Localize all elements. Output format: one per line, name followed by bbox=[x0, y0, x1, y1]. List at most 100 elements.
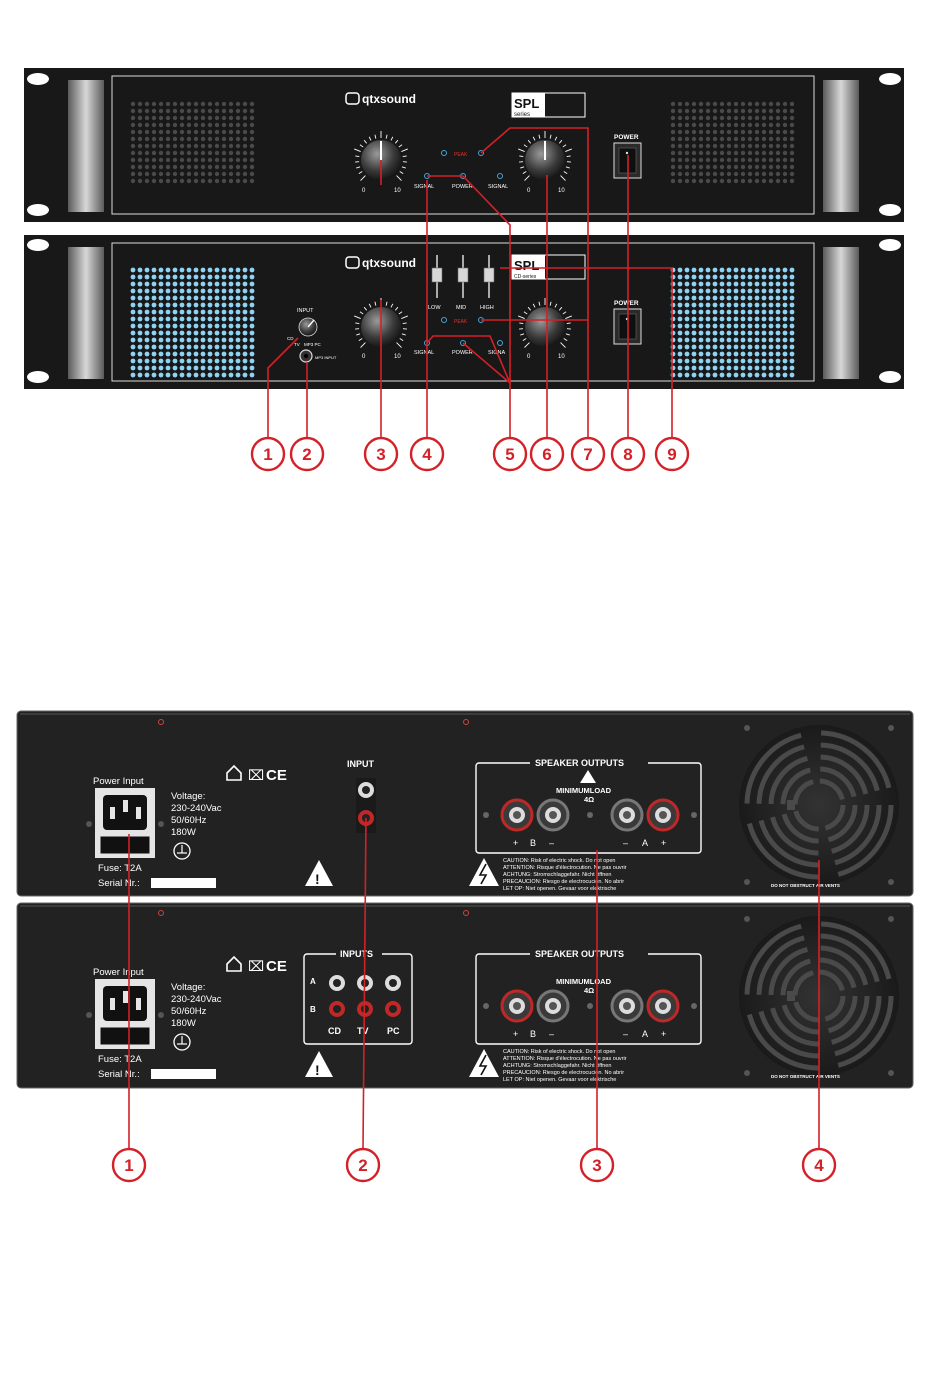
grille-dot bbox=[684, 267, 690, 273]
grille-dot bbox=[698, 274, 704, 280]
grille-dot bbox=[747, 136, 753, 142]
grille-dot bbox=[165, 115, 171, 121]
knob-tick bbox=[359, 144, 364, 148]
grille-dot bbox=[789, 358, 795, 364]
eq-slider-mid[interactable]: MID bbox=[456, 255, 469, 311]
grille-dot bbox=[242, 288, 248, 294]
grille-dot bbox=[193, 136, 199, 142]
volume-knob-right[interactable]: 0 10 bbox=[518, 298, 572, 360]
grille-dot bbox=[789, 115, 795, 121]
knob-tick bbox=[359, 311, 364, 315]
grille-dot bbox=[137, 267, 143, 273]
grille-dot bbox=[670, 143, 676, 149]
grille-dot bbox=[705, 281, 711, 287]
grille-dot bbox=[151, 157, 157, 163]
mp3-input-jack[interactable]: MP3 INPUT bbox=[299, 349, 337, 363]
grille-dot bbox=[200, 295, 206, 301]
grille-dot bbox=[235, 281, 241, 287]
speaker-outputs[interactable]: SPEAKER OUTPUTS MINIMUMLOAD 4Ω + B – – A… bbox=[475, 758, 702, 854]
grille-dot bbox=[158, 129, 164, 135]
rca-input[interactable]: INPUT bbox=[347, 759, 376, 833]
grille-dot bbox=[733, 101, 739, 107]
knob-tick bbox=[358, 171, 363, 174]
grille-dot bbox=[761, 157, 767, 163]
callout-marker bbox=[570, 436, 606, 472]
grille-dot bbox=[740, 171, 746, 177]
grille-dot bbox=[207, 136, 213, 142]
eq-slider-high[interactable]: HIGH bbox=[480, 255, 495, 311]
speaker-outputs[interactable]: SPEAKER OUTPUTS MINIMUMLOAD 4Ω + B – – A… bbox=[475, 949, 702, 1045]
callout-marker bbox=[363, 436, 399, 472]
grille-dot bbox=[207, 302, 213, 308]
grille-dot bbox=[172, 136, 178, 142]
screw bbox=[744, 725, 750, 731]
grille-dot bbox=[747, 129, 753, 135]
grille-dot bbox=[754, 316, 760, 322]
grille-dot bbox=[130, 115, 136, 121]
row-b-label: B bbox=[310, 1005, 316, 1014]
volume-knob-right[interactable]: 0 10 bbox=[518, 131, 572, 194]
screw bbox=[483, 812, 489, 818]
rear-unit-bottom: Power Input Voltage: 230-240Vac 50/60Hz … bbox=[16, 902, 914, 1089]
grille-dot bbox=[179, 115, 185, 121]
grille-dot bbox=[775, 178, 781, 184]
grille-dot bbox=[698, 309, 704, 315]
grille-dot bbox=[151, 274, 157, 280]
grille-dot bbox=[691, 122, 697, 128]
grille-dot bbox=[186, 274, 192, 280]
binding-post-hole bbox=[513, 1002, 521, 1010]
grille-dot bbox=[165, 309, 171, 315]
grille-dot bbox=[144, 129, 150, 135]
grille-dot bbox=[775, 101, 781, 107]
grille-dot bbox=[705, 164, 711, 170]
grille-dot bbox=[144, 302, 150, 308]
rack-hole bbox=[879, 371, 901, 383]
knob-tick bbox=[355, 322, 360, 325]
grille-dot bbox=[249, 150, 255, 156]
grille-dot bbox=[193, 122, 199, 128]
grille-dot bbox=[165, 358, 171, 364]
eq-slider-low[interactable]: LOW bbox=[428, 255, 443, 311]
grille-dot bbox=[207, 351, 213, 357]
input-selector[interactable]: INPUT CD TV MP3 PC bbox=[287, 308, 322, 347]
grille-dot bbox=[698, 372, 704, 378]
grille-dot bbox=[249, 157, 255, 163]
grille-dot bbox=[754, 337, 760, 343]
grille-dot bbox=[684, 323, 690, 329]
grille-dot bbox=[172, 281, 178, 287]
grille-dot bbox=[747, 323, 753, 329]
grille-dot bbox=[165, 302, 171, 308]
grille-dot bbox=[775, 157, 781, 163]
grille-dot bbox=[684, 288, 690, 294]
grille-dot bbox=[228, 108, 234, 114]
power-input[interactable]: Power Input bbox=[86, 776, 164, 858]
grille-dot bbox=[214, 302, 220, 308]
power-input[interactable]: Power Input bbox=[86, 967, 164, 1049]
grille-dot bbox=[726, 323, 732, 329]
grille-dot bbox=[761, 274, 767, 280]
screw bbox=[86, 1012, 92, 1018]
grille-dot bbox=[768, 115, 774, 121]
grille-dot bbox=[242, 337, 248, 343]
grille-dot bbox=[158, 344, 164, 350]
grille-dot bbox=[200, 274, 206, 280]
signal-led bbox=[497, 173, 503, 179]
grille-dot bbox=[733, 358, 739, 364]
grille-dot bbox=[789, 302, 795, 308]
grille-dot bbox=[221, 316, 227, 322]
grille-dot bbox=[158, 171, 164, 177]
grille-dot bbox=[775, 274, 781, 280]
grille-dot bbox=[186, 178, 192, 184]
grille-dot bbox=[207, 295, 213, 301]
grille-dot bbox=[137, 164, 143, 170]
grille-dot bbox=[151, 365, 157, 371]
knob-tick bbox=[522, 338, 527, 341]
grille-dot bbox=[733, 122, 739, 128]
grille-dot bbox=[677, 281, 683, 287]
compliance-icons: ⌧ CE bbox=[226, 764, 287, 784]
grille-dot bbox=[754, 157, 760, 163]
grille-dot bbox=[754, 302, 760, 308]
grille-dot bbox=[705, 115, 711, 121]
grille-dot bbox=[151, 281, 157, 287]
grille-dot bbox=[207, 267, 213, 273]
